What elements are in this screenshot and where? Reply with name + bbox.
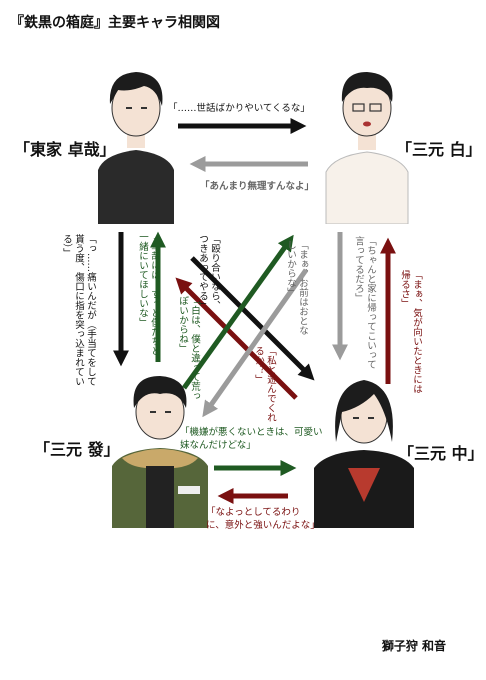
quote-chun-to-haku: 「まぁ、気が向いたときには帰るさ」 bbox=[399, 270, 422, 394]
chun-portrait bbox=[314, 380, 414, 528]
artist-signature: 獅子狩 和音 bbox=[381, 639, 446, 653]
tosaku-portrait bbox=[98, 72, 174, 224]
quote-haku-to-tosaku: 「あんまり無理すんなよ」 bbox=[200, 181, 315, 192]
name-tosaku: 「東家 卓哉」 bbox=[14, 140, 116, 159]
arrow-tosaku-to-chun bbox=[190, 256, 315, 381]
quote-hatsu-to-tosaku: 「卓哉には、ずっと僕たちと一緒にいてほしいな」 bbox=[137, 232, 160, 356]
quote-tosaku-to-chun: 「殴り合いなら、つきあってやる」 bbox=[197, 234, 220, 310]
haku-portrait bbox=[325, 72, 409, 224]
name-chun: 「三元 中」 bbox=[398, 444, 484, 463]
quote-chun-to-hatsu: 「なよっとしてるわりに、意外と強いんだよな」 bbox=[206, 507, 320, 531]
quote-hatsu-to-chun: 「機嫌が悪くないときは、可愛い妹なんだけどな」 bbox=[180, 427, 323, 451]
name-haku: 「三元 白」 bbox=[396, 140, 482, 159]
quote-tosaku-to-haku: 「……世話ばかりやいてくるな」 bbox=[168, 103, 310, 114]
diagram-title: 『鉄黒の箱庭』主要キャラ相関図 bbox=[10, 15, 220, 31]
name-hatsu: 「三元 發」 bbox=[34, 440, 120, 459]
quote-haku-to-chun: 「まぁ、お前はおとなしいからな」 bbox=[285, 240, 308, 335]
quote-tosaku-to-hatsu: 「っ……痛いんだが（手当てをして貰う度、傷口に指を突っ込まれている）」 bbox=[61, 234, 96, 386]
quote-chun-to-tosaku: 「私と遊んでくれるか？」 bbox=[253, 346, 276, 422]
quote-haku-to-hatsu: 「ちゃんと家に帰ってこいって言ってるだろ」 bbox=[353, 236, 376, 369]
arrow-haku-to-hatsu bbox=[202, 268, 309, 418]
arrow-chun-to-tosaku bbox=[175, 277, 298, 400]
arrow-hatsu-to-haku bbox=[181, 234, 294, 390]
hatsu-portrait bbox=[112, 376, 208, 528]
quote-hatsu-to-haku: 「白は、僕と違って荒っぽいからね」 bbox=[177, 296, 200, 401]
